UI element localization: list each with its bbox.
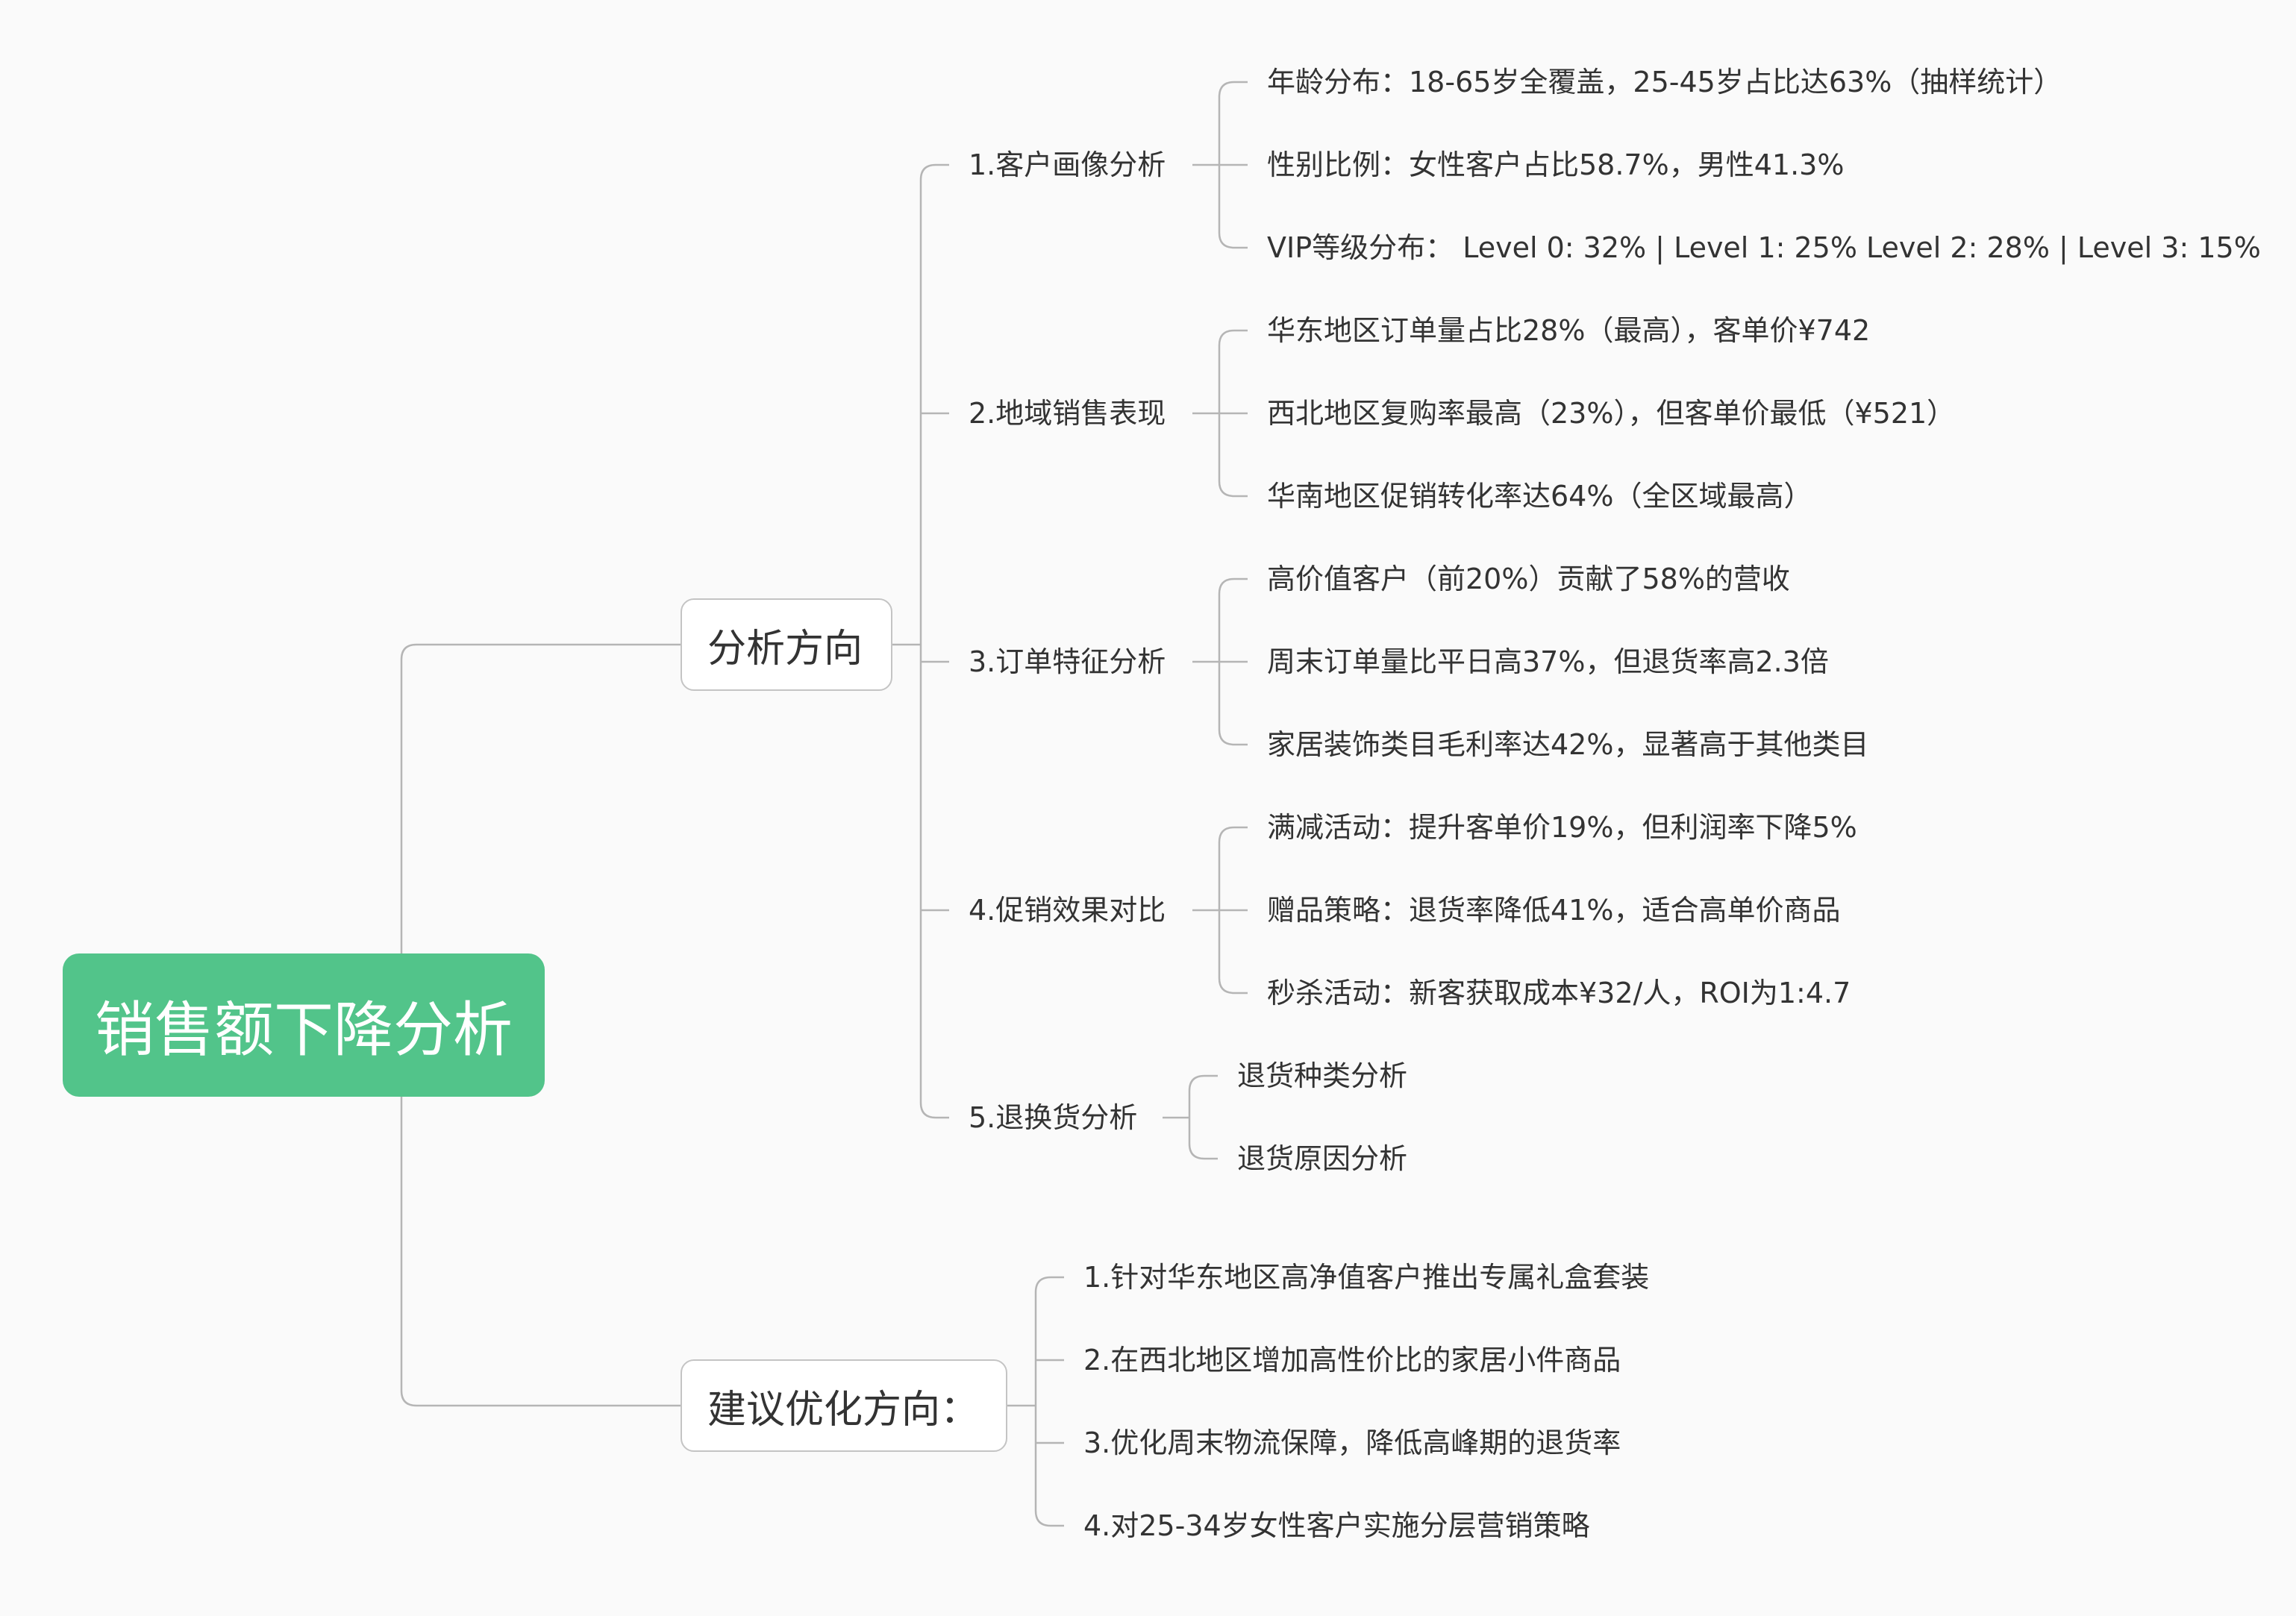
leaf-vip-distribution[interactable]: VIP等级分布： Level 0: 32% | Level 1: 25% Lev… xyxy=(1267,231,2261,264)
root-node[interactable]: 销售额下降分析 xyxy=(63,953,545,1097)
group-label-customer-profile[interactable]: 1.客户画像分析 xyxy=(969,148,1166,181)
leaf-return-reasons[interactable]: 退货原因分析 xyxy=(1237,1142,1408,1175)
group-label-order-features[interactable]: 3.订单特征分析 xyxy=(969,645,1166,678)
leaf-gift-strategy[interactable]: 赠品策略：退货率降低41%，适合高单价商品 xyxy=(1267,894,1841,927)
suggest-item-1[interactable]: 1.针对华东地区高净值客户推出专属礼盒套装 xyxy=(1083,1261,1650,1294)
suggest-item-2[interactable]: 2.在西北地区增加高性价比的家居小件商品 xyxy=(1083,1344,1621,1377)
leaf-flash-sale[interactable]: 秒杀活动：新客获取成本¥32/人，ROI为1:4.7 xyxy=(1267,977,1851,1009)
analysis-node[interactable]: 分析方向 xyxy=(681,598,892,691)
suggest-node[interactable]: 建议优化方向： xyxy=(681,1359,1007,1452)
leaf-age-distribution[interactable]: 年龄分布：18-65岁全覆盖，25-45岁占比达63%（抽样统计） xyxy=(1267,66,2062,98)
group-label-promotion-effect[interactable]: 4.促销效果对比 xyxy=(969,894,1166,927)
leaf-east-china[interactable]: 华东地区订单量占比28%（最高），客单价¥742 xyxy=(1267,314,1871,347)
connector-22 xyxy=(1034,1276,1064,1527)
leaf-discount-activity[interactable]: 满减活动：提升客单价19%，但利润率下降5% xyxy=(1267,811,1857,844)
leaf-northwest[interactable]: 西北地区复购率最高（23%），但客单价最低（¥521） xyxy=(1267,397,1956,430)
group-label-regional-sales[interactable]: 2.地域销售表现 xyxy=(969,397,1166,430)
connector-20 xyxy=(1188,1074,1218,1160)
connector-1 xyxy=(400,1097,681,1407)
root-title: 销售额下降分析 xyxy=(95,995,513,1065)
group-label-returns[interactable]: 5.退换货分析 xyxy=(969,1101,1138,1134)
leaf-home-decor-margin[interactable]: 家居装饰类目毛利率达42%，显著高于其他类目 xyxy=(1267,728,1869,761)
analysis-label: 分析方向 xyxy=(707,626,863,671)
leaf-weekend-orders[interactable]: 周末订单量比平日高37%，但退货率高2.3倍 xyxy=(1267,645,1829,678)
suggest-item-3[interactable]: 3.优化周末物流保障，降低高峰期的退货率 xyxy=(1083,1426,1621,1459)
leaf-high-value-customers[interactable]: 高价值客户（前20%）贡献了58%的营收 xyxy=(1267,563,1790,595)
leaf-return-types[interactable]: 退货种类分析 xyxy=(1237,1059,1408,1092)
leaf-south-china[interactable]: 华南地区促销转化率达64%（全区域最高） xyxy=(1267,480,1812,513)
connector-0 xyxy=(400,643,681,953)
suggest-item-4[interactable]: 4.对25-34岁女性客户实施分层营销策略 xyxy=(1083,1509,1590,1542)
leaf-gender-ratio[interactable]: 性别比例：女性客户占比58.7%，男性41.3% xyxy=(1267,148,1845,181)
connector-3 xyxy=(919,163,949,1119)
suggest-label: 建议优化方向： xyxy=(707,1387,980,1432)
